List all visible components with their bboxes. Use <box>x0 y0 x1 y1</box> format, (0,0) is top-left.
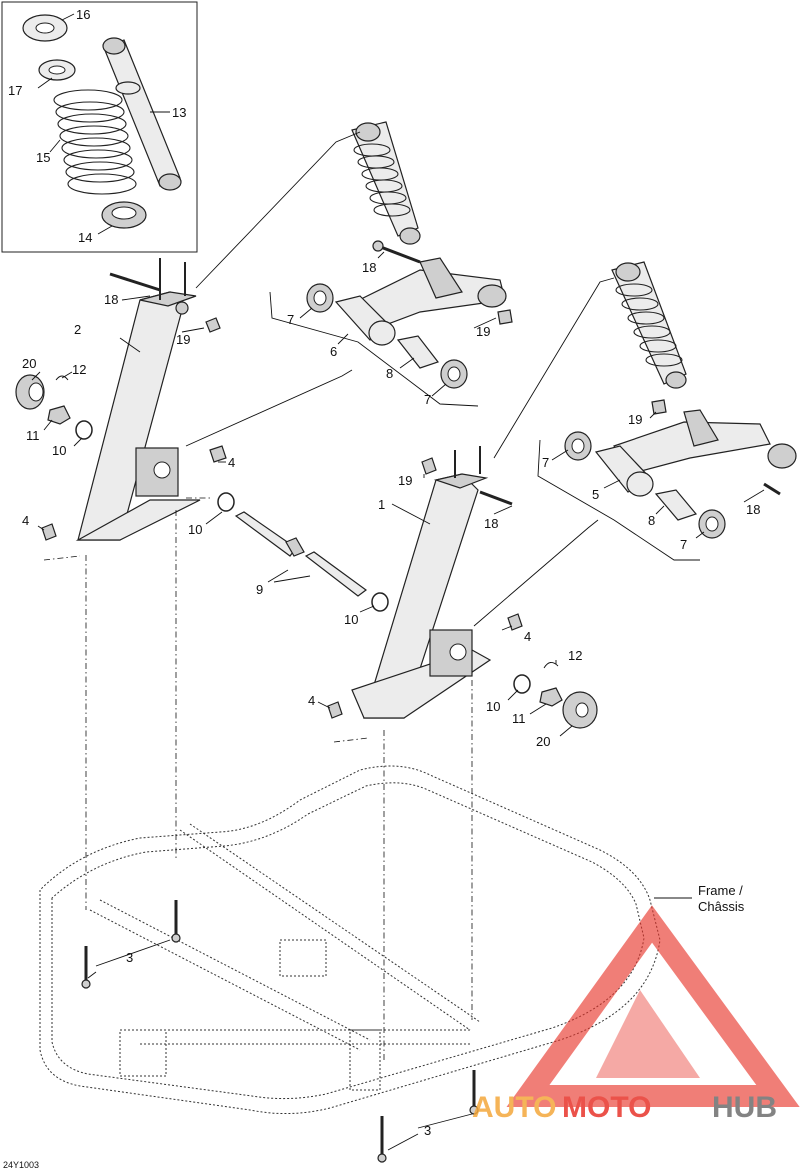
callout-13: 13 <box>172 105 186 120</box>
callout-11: 11 <box>512 711 526 726</box>
callout-7: 7 <box>287 312 294 327</box>
callout-4: 4 <box>524 629 531 644</box>
callout-8: 8 <box>648 513 655 528</box>
callout-19: 19 <box>398 473 412 488</box>
callout-18: 18 <box>362 260 376 275</box>
right-swing-arm <box>537 399 797 561</box>
callout-19: 19 <box>628 412 642 427</box>
callout-7: 7 <box>542 455 549 470</box>
callout-18: 18 <box>746 502 760 517</box>
watermark-hub: HUB <box>712 1091 777 1124</box>
frame-label-line2: Châssis <box>698 899 745 914</box>
callout-9: 9 <box>256 582 263 597</box>
callout-10: 10 <box>52 443 66 458</box>
support-bracket-2 <box>75 258 201 541</box>
coil-spring-15 <box>53 89 137 195</box>
left-hardware <box>15 317 389 612</box>
callout-4: 4 <box>308 693 315 708</box>
callout-3: 3 <box>126 950 133 965</box>
callout-14: 14 <box>78 230 92 245</box>
callout-2: 2 <box>74 322 81 337</box>
callout-7: 7 <box>680 537 687 552</box>
watermark-moto: MOTO <box>562 1091 651 1124</box>
callout-16: 16 <box>76 7 90 22</box>
damper-13 <box>102 37 182 191</box>
callout-18: 18 <box>104 292 118 307</box>
callout-10: 10 <box>188 522 202 537</box>
callout-12: 12 <box>568 648 582 663</box>
inset-shock-components: 16 17 15 13 14 <box>1 1 198 253</box>
callout-12: 12 <box>72 362 86 377</box>
callout-20: 20 <box>22 356 36 371</box>
callout-5: 5 <box>592 487 599 502</box>
right-hardware <box>327 457 598 729</box>
upper-shock-absorber <box>351 121 421 245</box>
callout-19: 19 <box>476 324 490 339</box>
chassis-frame <box>39 765 661 1163</box>
leader-lines <box>31 131 765 1151</box>
callout-10: 10 <box>344 612 358 627</box>
callout-1: 1 <box>378 497 385 512</box>
drawing-code: 24Y1003 <box>3 1160 39 1170</box>
callout-7: 7 <box>424 392 431 407</box>
frame-label-line1: Frame / <box>698 883 743 898</box>
callout-17: 17 <box>8 83 22 98</box>
adjuster-ring-14 <box>101 201 147 229</box>
callout-4: 4 <box>22 513 29 528</box>
alignment-lines <box>43 497 473 1060</box>
callout-19: 19 <box>176 332 190 347</box>
callout-6: 6 <box>330 344 337 359</box>
right-shock-absorber <box>611 261 687 389</box>
callout-labels: 18 2 19 20 12 11 10 4 4 10 9 10 7 6 18 8… <box>22 260 760 1138</box>
callout-10: 10 <box>486 699 500 714</box>
callout-8: 8 <box>386 366 393 381</box>
callout-20: 20 <box>536 734 550 749</box>
callout-4: 4 <box>228 455 235 470</box>
callout-15: 15 <box>36 150 50 165</box>
spring-retainer-16 <box>22 14 68 42</box>
collar-17 <box>38 59 76 81</box>
support-bracket-1 <box>351 446 513 719</box>
callout-18: 18 <box>484 516 498 531</box>
callout-11: 11 <box>26 428 40 443</box>
watermark-logo: AUTO MOTO HUB <box>472 905 800 1124</box>
callout-3: 3 <box>424 1123 431 1138</box>
watermark-auto: AUTO <box>472 1091 556 1124</box>
upper-swing-arm <box>269 240 513 407</box>
